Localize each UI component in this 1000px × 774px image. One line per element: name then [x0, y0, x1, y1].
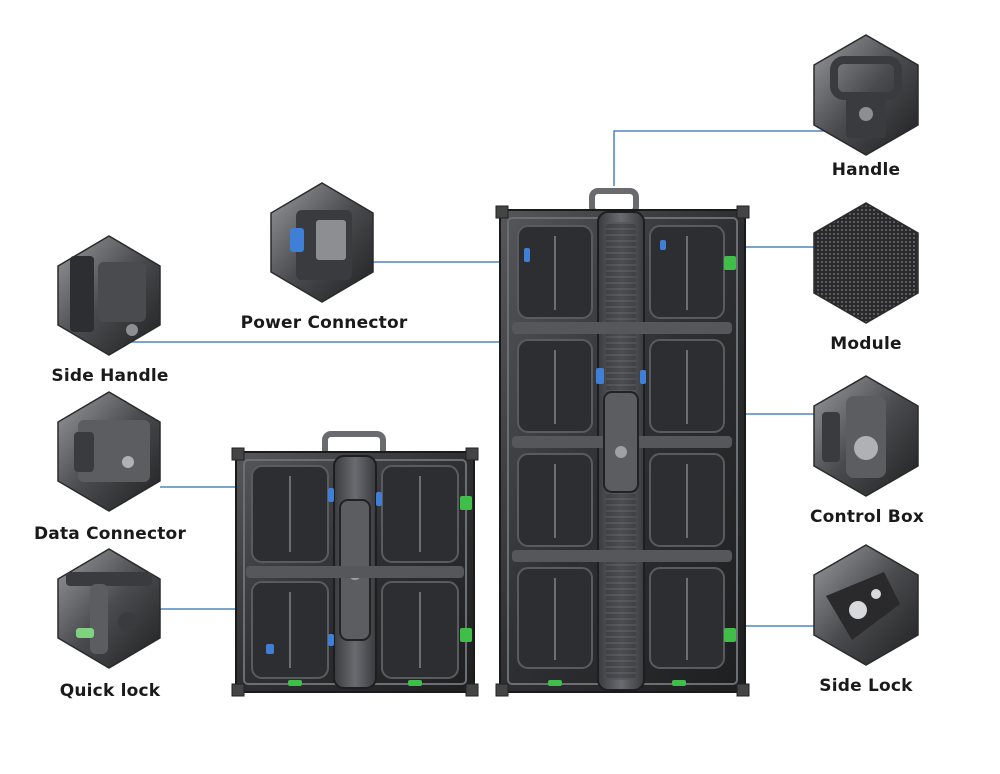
label-side-handle: Side Handle — [51, 366, 169, 386]
hex-handle-detail — [813, 34, 919, 156]
hex-control-box-detail — [813, 375, 919, 497]
leader-lines — [112, 130, 830, 627]
hex-side-lock-detail — [813, 544, 919, 666]
hex-data-connector-detail — [57, 391, 161, 512]
label-handle: Handle — [831, 160, 901, 180]
hex-side-handle-detail — [57, 235, 161, 356]
leader-handle — [613, 130, 830, 186]
hex-module-detail — [813, 202, 919, 324]
label-power-connector: Power Connector — [240, 313, 408, 333]
label-module: Module — [830, 334, 902, 354]
label-control-box: Control Box — [810, 507, 924, 527]
square-led-cabinet — [231, 431, 479, 697]
label-data-connector: Data Connector — [33, 524, 187, 544]
tall-led-cabinet — [495, 188, 750, 697]
label-quick-lock: Quick lock — [59, 681, 161, 701]
hex-quick-lock-detail — [57, 548, 161, 669]
label-side-lock: Side Lock — [819, 676, 913, 696]
hex-power-connector-detail — [270, 182, 374, 303]
